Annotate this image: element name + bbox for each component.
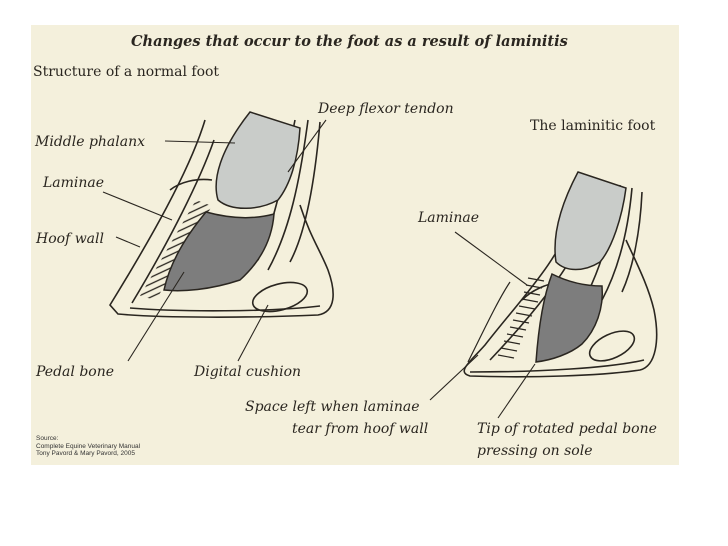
label-tip-line1: Tip of rotated pedal bone xyxy=(477,421,657,437)
normal-foot-heading: Structure of a normal foot xyxy=(33,64,220,80)
normal-digital-cushion xyxy=(251,281,309,313)
source-line-2: Complete Equine Veterinary Manual xyxy=(36,442,141,450)
label-pedal-bone: Pedal bone xyxy=(36,364,115,380)
normal-middle-phalanx xyxy=(215,111,301,209)
normal-hoof-outline xyxy=(109,119,334,318)
label-laminae-laminitic: Laminae xyxy=(418,210,480,226)
laminitic-hoof-outline xyxy=(463,211,658,378)
laminae-tear-space xyxy=(467,281,511,363)
normal-laminae xyxy=(140,200,212,300)
normal-hoof-wall-inner xyxy=(131,139,215,304)
label-deep-flexor-tendon: Deep flexor tendon xyxy=(318,101,454,117)
laminitic-pedal-bone xyxy=(535,272,604,363)
normal-foot-drawing xyxy=(109,119,334,318)
laminitic-sole-line xyxy=(469,359,645,373)
laminitic-digital-cushion xyxy=(588,330,636,362)
laminitic-foot-drawing xyxy=(463,184,658,378)
label-space-line2: tear from hoof wall xyxy=(292,421,429,437)
label-digital-cushion: Digital cushion xyxy=(194,364,302,380)
source-line-1: Source: xyxy=(36,435,59,442)
label-tip-line2: pressing on sole xyxy=(477,443,593,459)
laminitic-laminae xyxy=(497,277,545,359)
source-line-3: Tony Pavord & Mary Pavord, 2005 xyxy=(36,450,135,457)
laminitic-foot-heading: The laminitic foot xyxy=(530,118,656,134)
source-credit: Source: Complete Equine Veterinary Manua… xyxy=(36,435,140,458)
laminitic-middle-phalanx xyxy=(554,171,627,271)
label-middle-phalanx: Middle phalanx xyxy=(35,134,146,150)
label-space-line1: Space left when laminae xyxy=(245,399,420,415)
diagram-title: Changes that occur to the foot as a resu… xyxy=(131,33,568,50)
label-hoof-wall: Hoof wall xyxy=(36,231,104,247)
normal-sole-line xyxy=(129,305,321,312)
normal-pedal-bone xyxy=(163,211,275,292)
label-laminae-normal: Laminae xyxy=(43,175,105,191)
